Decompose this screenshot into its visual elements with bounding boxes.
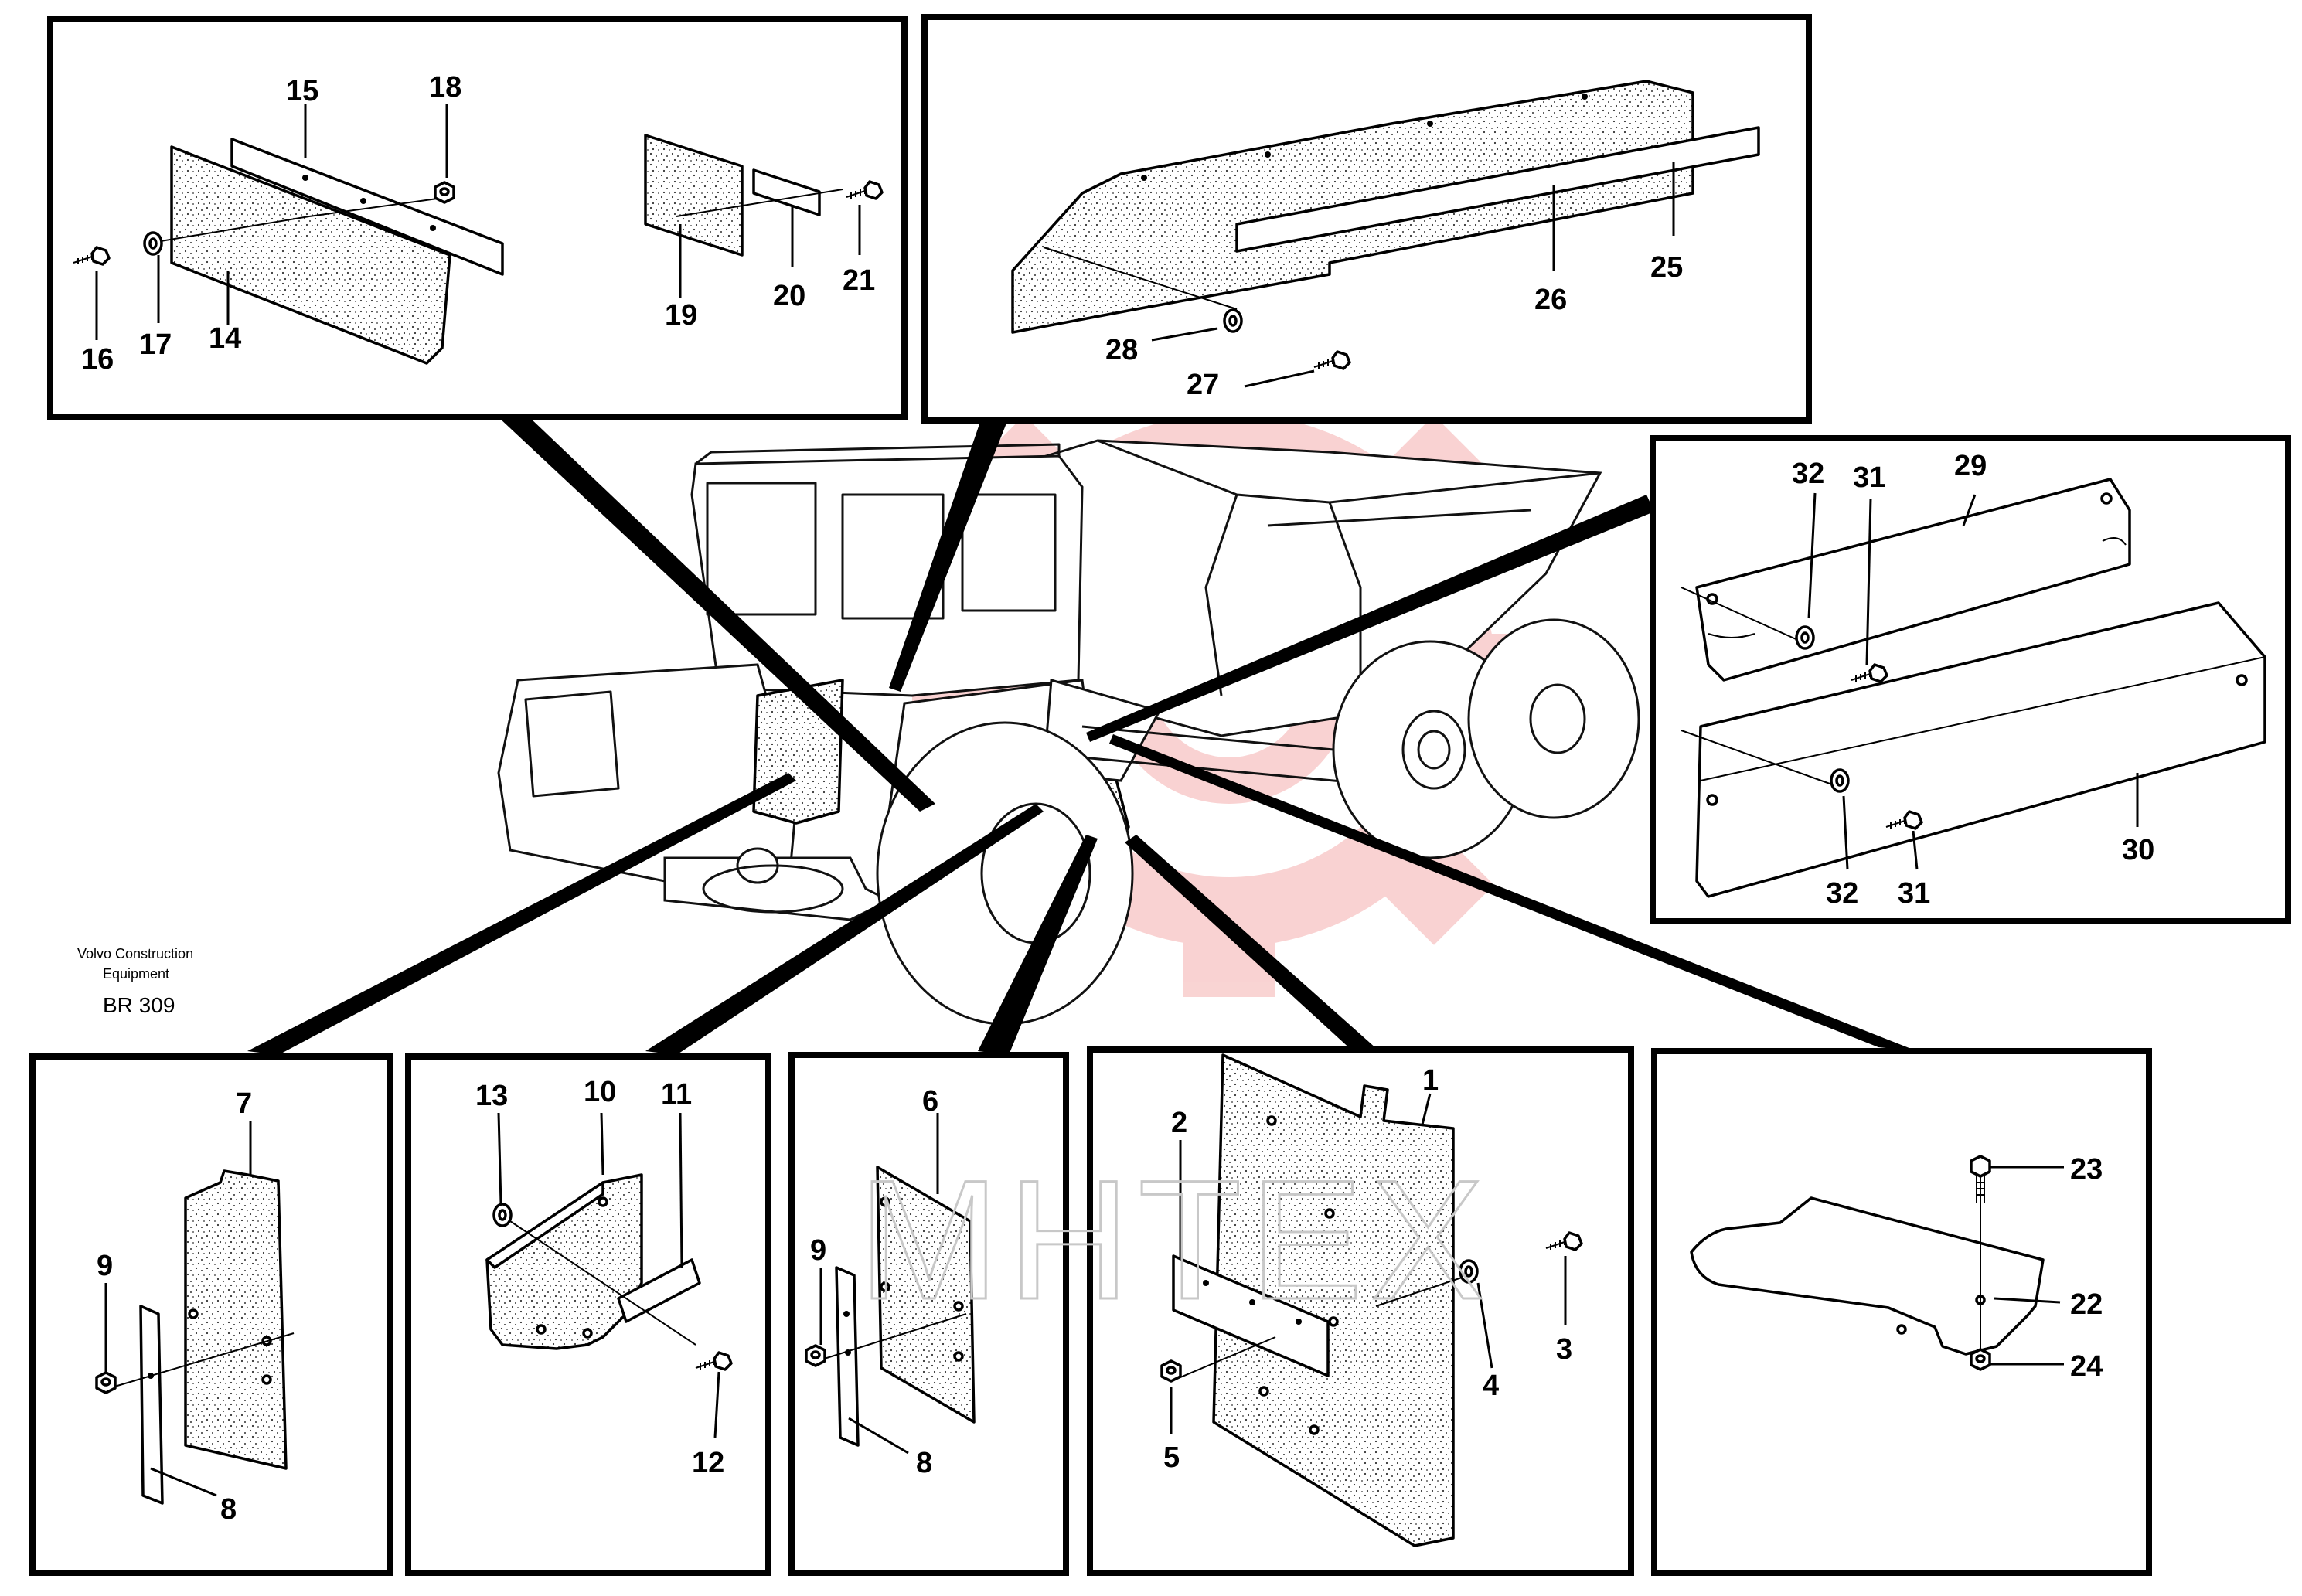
washer-17	[143, 231, 163, 256]
callout-31-bottom: 31	[1898, 877, 1930, 910]
callout-7: 7	[236, 1087, 252, 1120]
detail-panel-22-24: 23 22 24	[1651, 1048, 2152, 1576]
splash-guard-plate-14	[170, 145, 451, 365]
washer-28	[1223, 308, 1243, 333]
washer-32b	[1830, 768, 1850, 793]
detail-panel-14-21: 15 18 16 17 14 19 20 21	[47, 16, 908, 420]
mud-flap-1	[1212, 1053, 1455, 1547]
callout-11: 11	[661, 1078, 692, 1111]
detail-panel-29-32: 32 31 29 32 31 30	[1650, 435, 2291, 924]
washer-13	[492, 1203, 513, 1227]
screw-23	[1970, 1155, 1991, 1203]
callout-5: 5	[1163, 1441, 1180, 1474]
callout-4: 4	[1483, 1370, 1499, 1402]
callout-30: 30	[2122, 834, 2154, 866]
strip-8b	[835, 1266, 860, 1447]
bracket-plate-10	[485, 1173, 643, 1350]
callout-9b: 9	[810, 1234, 826, 1267]
callout-6: 6	[922, 1085, 938, 1118]
callout-21: 21	[843, 264, 875, 297]
callout-23: 23	[2070, 1153, 2103, 1186]
callout-10: 10	[584, 1076, 616, 1108]
callout-20: 20	[773, 280, 805, 312]
callout-13: 13	[475, 1080, 508, 1112]
callout-18: 18	[429, 71, 461, 104]
callout-2: 2	[1171, 1107, 1187, 1139]
washer-32a	[1795, 625, 1815, 650]
bracket-edge	[485, 1181, 604, 1269]
callout-22: 22	[2070, 1288, 2103, 1321]
strip-15	[230, 138, 504, 276]
strip-20	[752, 168, 821, 216]
nut-24	[1970, 1348, 1991, 1371]
callout-26: 26	[1534, 284, 1567, 316]
callout-3: 3	[1556, 1333, 1572, 1366]
strip-2	[1172, 1254, 1330, 1377]
callout-25: 25	[1650, 251, 1683, 284]
front-splash-guard	[752, 679, 844, 825]
detail-panel-1-5: 2 1 5 4 3	[1087, 1046, 1634, 1576]
articulated-hauler-illustration	[497, 439, 1640, 1026]
callout-8b: 8	[916, 1447, 932, 1479]
nut-9	[95, 1371, 117, 1394]
callout-17: 17	[139, 328, 172, 361]
callout-8: 8	[220, 1493, 237, 1526]
plate-19	[644, 134, 744, 257]
callout-27: 27	[1187, 369, 1219, 401]
callout-15: 15	[286, 75, 318, 107]
leader-beams	[247, 417, 1917, 1055]
callout-9: 9	[97, 1250, 113, 1282]
caption: Volvo Construction Equipment BR 309	[77, 946, 193, 1017]
plate-7	[184, 1169, 288, 1470]
nut-9b	[805, 1344, 826, 1367]
rear-wheel-2	[1467, 618, 1640, 819]
callout-32-top: 32	[1792, 458, 1824, 490]
detail-panel-6-9: 6 9 8	[788, 1052, 1069, 1576]
nut-18	[434, 181, 455, 204]
plate-6	[876, 1166, 976, 1424]
callout-29: 29	[1954, 450, 1987, 482]
callout-28: 28	[1105, 334, 1138, 366]
callout-14: 14	[209, 322, 241, 355]
detail-panel-7-9: 7 9 8	[29, 1053, 393, 1576]
callout-16: 16	[81, 343, 114, 376]
front-wheel	[876, 721, 1134, 1026]
caption-company-line1: Volvo Construction	[77, 946, 193, 961]
caption-code: BR 309	[103, 993, 175, 1017]
callout-12: 12	[692, 1447, 724, 1479]
callout-31-top: 31	[1853, 461, 1885, 494]
plate-30	[1695, 601, 2266, 898]
cover-plate-22	[1690, 1196, 2045, 1356]
watermark-text: MHTEX	[858, 1145, 1492, 1335]
detail-panel-25-28: 26 25 28 27	[921, 14, 1812, 424]
strip-8	[139, 1305, 164, 1505]
strip-26	[1235, 126, 1760, 253]
caption-company-line2: Equipment	[103, 966, 169, 982]
nut-5	[1160, 1359, 1182, 1383]
detail-panel-10-13: 13 10 11 12	[405, 1053, 771, 1576]
callout-19: 19	[665, 299, 697, 332]
callout-32-bottom: 32	[1826, 877, 1858, 910]
callout-24: 24	[2070, 1350, 2103, 1383]
callout-1: 1	[1422, 1064, 1439, 1097]
